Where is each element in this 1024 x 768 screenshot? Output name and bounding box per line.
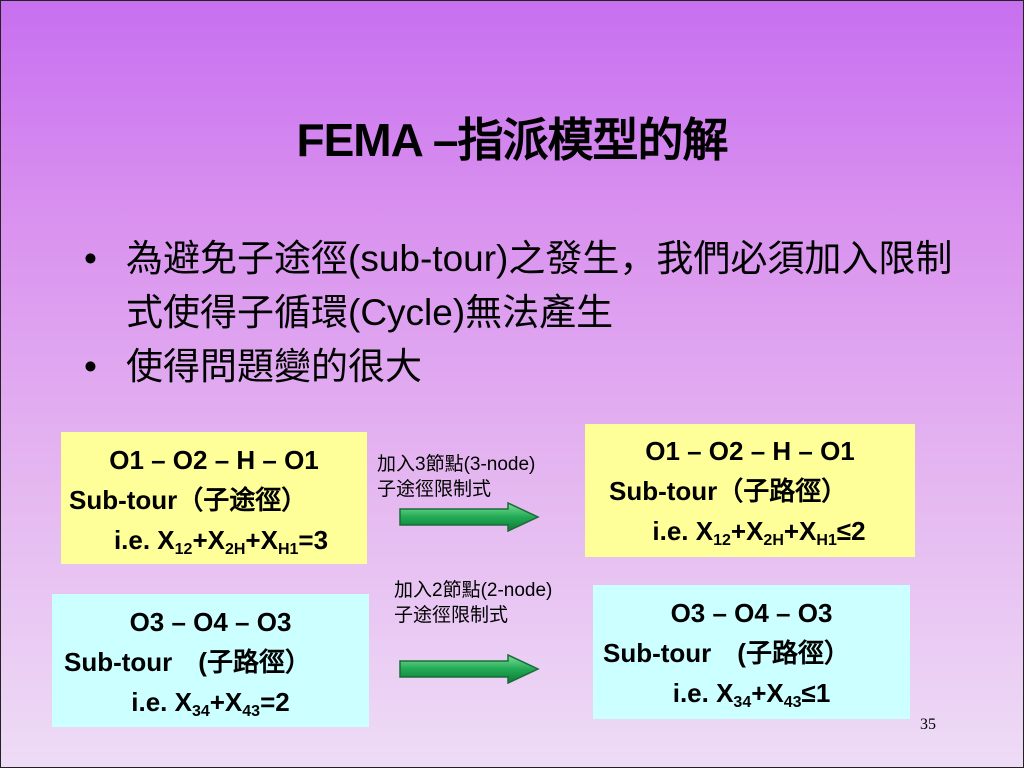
page-number: 35: [920, 716, 936, 733]
bullet-item: • 為避免子途徑(sub-tour)之發生，我們必須加入限制式使得子循環(Cyc…: [84, 232, 964, 340]
eq-prefix: i.e. X: [652, 516, 714, 546]
constraint-note-3node: 加入3節點(3-node) 子途徑限制式: [377, 452, 535, 502]
eq-prefix: i.e. X: [113, 525, 175, 555]
note-line: 加入3節點(3-node): [377, 454, 536, 475]
note-line: 子途徑限制式: [394, 605, 509, 626]
eq-operator: ≤1: [801, 678, 831, 708]
eq-operator: +X: [192, 525, 225, 555]
bullet-text: 為避免子途徑(sub-tour)之發生，我們必須加入限制式使得子循環(Cycle…: [126, 238, 953, 333]
note-line: 子途徑限制式: [377, 479, 492, 500]
route-text: O3 – O4 – O3: [129, 607, 292, 637]
eq-subscript: 34: [191, 703, 210, 720]
right-arrow-icon: [399, 501, 540, 533]
eq-subscript: 12: [174, 541, 193, 558]
bullet-list: • 為避免子途徑(sub-tour)之發生，我們必須加入限制式使得子循環(Cyc…: [84, 232, 964, 394]
eq-operator: =2: [260, 687, 290, 717]
subtour-box-3node-after: O1 – O2 – H – O1 Sub-tour（子路徑） i.e. X12+…: [585, 424, 915, 557]
eq-subscript: 43: [783, 694, 802, 711]
constraint-equation: i.e. X34+X43≤1: [593, 673, 910, 713]
note-line: 加入2節點(2-node): [394, 580, 553, 601]
constraint-equation: i.e. X12+X2H+XH1=3: [61, 520, 367, 560]
constraint-note-2node: 加入2節點(2-node) 子途徑限制式: [394, 578, 552, 628]
subtour-label: Sub-tour (子路徑）: [603, 638, 850, 668]
subtour-label: Sub-tour（子路徑）: [609, 476, 848, 506]
eq-subscript: 34: [733, 694, 752, 711]
eq-prefix: i.e. X: [131, 687, 192, 717]
subtour-box-3node-before: O1 – O2 – H – O1 Sub-tour（子途徑） i.e. X12+…: [61, 432, 367, 564]
eq-subscript: H1: [816, 532, 837, 549]
eq-operator: =3: [298, 525, 329, 555]
eq-subscript: 2H: [224, 541, 246, 558]
bullet-text: 使得問題變的很大: [126, 346, 422, 387]
eq-prefix: i.e. X: [672, 678, 734, 708]
eq-subscript: 12: [713, 532, 731, 549]
eq-operator: +X: [751, 678, 784, 708]
subtour-box-2node-after: O3 – O4 – O3 Sub-tour (子路徑） i.e. X34+X43…: [593, 585, 910, 719]
constraint-equation: i.e. X12+X2H+XH1≤2: [585, 511, 915, 551]
route-text: O1 – O2 – H – O1: [645, 436, 855, 466]
constraint-equation: i.e. X34+X43=2: [52, 682, 369, 722]
route-text: O1 – O2 – H – O1: [109, 445, 319, 475]
route-text: O3 – O4 – O3: [670, 598, 833, 628]
eq-subscript: H1: [277, 541, 299, 558]
slide-title: FEMA –指派模型的解: [296, 114, 729, 166]
eq-operator: +X: [245, 525, 278, 555]
subtour-box-2node-before: O3 – O4 – O3 Sub-tour (子路徑） i.e. X34+X43…: [52, 594, 369, 727]
bullet-icon: •: [84, 238, 97, 279]
bullet-icon: •: [84, 346, 97, 387]
subtour-label: Sub-tour (子路徑）: [64, 647, 311, 677]
eq-subscript: 2H: [763, 532, 784, 549]
eq-operator: +X: [209, 687, 243, 717]
right-arrow-icon: [399, 653, 540, 685]
eq-operator: +X: [730, 516, 764, 546]
subtour-label: Sub-tour（子途徑）: [69, 485, 308, 515]
eq-operator: ≤2: [836, 516, 866, 546]
eq-operator: +X: [783, 516, 817, 546]
bullet-item: • 使得問題變的很大: [84, 340, 964, 394]
eq-subscript: 43: [242, 703, 261, 720]
